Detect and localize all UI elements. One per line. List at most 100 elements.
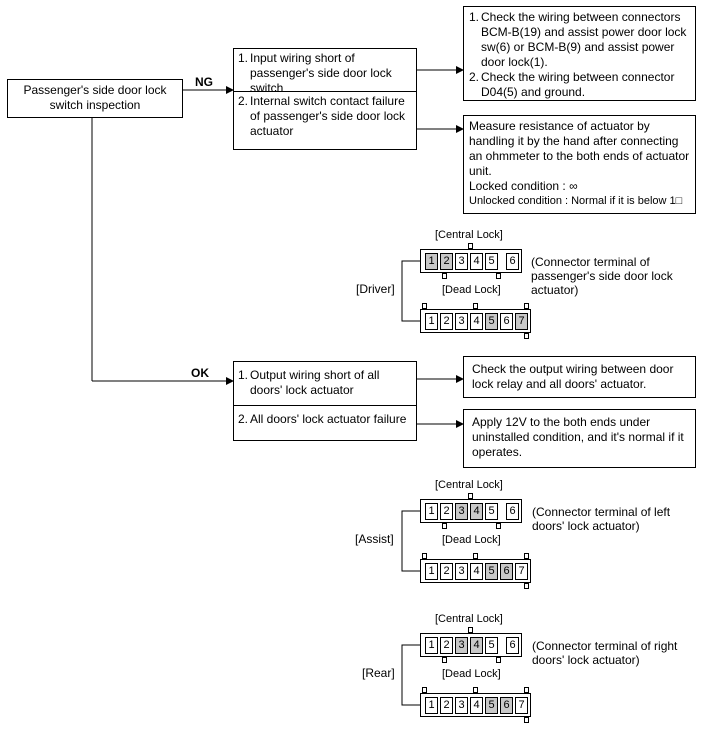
terminal-pin: 2 [440, 563, 453, 580]
lock-tab [442, 657, 447, 663]
locked-condition: Locked condition : ∞ [469, 179, 578, 193]
check-output-wiring-text: Check the output wiring between door loc… [472, 362, 674, 391]
terminal-pin: 4 [470, 313, 483, 330]
connector-caption: (Connector terminal of left doors' lock … [532, 505, 671, 533]
side-label: [Assist] [355, 532, 394, 546]
dead-lock-title: [Dead Lock] [442, 534, 501, 546]
terminal-pin: 7 [515, 313, 528, 330]
ok-cause-1-label: Output wiring short of all doors' lock a… [250, 368, 380, 397]
terminal-pin: 4 [470, 503, 483, 520]
ng-causes-box: 1. Input wiring short of passenger's sid… [233, 48, 417, 150]
lock-tab [524, 553, 529, 559]
terminal-pin: 1 [425, 637, 438, 654]
terminal-pin: 5 [485, 253, 498, 270]
measure-resistance-box: Measure resistance of actuator by handli… [463, 115, 696, 214]
wiring-check-2-text: Check the wiring between connector D04(5… [481, 70, 675, 99]
lock-tab [524, 583, 529, 589]
terminal-pin: 6 [500, 697, 513, 714]
central-lock-title: [Central Lock] [435, 479, 503, 491]
terminal-pin: 3 [455, 253, 468, 270]
terminal-pin: 1 [425, 253, 438, 270]
terminal-pin: 4 [470, 563, 483, 580]
terminal-pin: 3 [455, 697, 468, 714]
ng-cause-1: 1. Input wiring short of passenger's sid… [234, 49, 416, 95]
side-bracket [401, 510, 420, 572]
ok-causes-box: 1. Output wiring short of all doors' loc… [233, 361, 417, 441]
terminal-pin: 4 [470, 253, 483, 270]
terminal-pin: 6 [500, 313, 513, 330]
ng-cause-2-label: Internal switch contact failure of passe… [250, 94, 406, 138]
terminal-pin: 4 [470, 637, 483, 654]
terminal-pin: 7 [515, 697, 528, 714]
measure-text: Measure resistance of actuator by handli… [469, 119, 690, 178]
lock-tab [524, 333, 529, 339]
apply-12v-text: Apply 12V to the both ends under uninsta… [472, 415, 684, 459]
side-bracket [401, 260, 420, 322]
side-label: [Driver] [356, 282, 395, 296]
lock-tab [496, 523, 501, 529]
lock-tab [496, 273, 501, 279]
lock-tab [468, 493, 473, 499]
lock-tab [442, 273, 447, 279]
terminal-pin: 3 [455, 313, 468, 330]
terminal-pin: 4 [470, 697, 483, 714]
lock-tab [524, 303, 529, 309]
terminal-pin: 5 [485, 563, 498, 580]
terminal-pin: 3 [455, 563, 468, 580]
lock-tab [468, 243, 473, 249]
terminal-pin: 2 [440, 253, 453, 270]
ng-cause-1-label: Input wiring short of passenger's side d… [250, 51, 392, 95]
terminal-pin: 1 [425, 503, 438, 520]
terminal-pin: 2 [440, 313, 453, 330]
terminal-pin: 2 [440, 503, 453, 520]
lock-tab [472, 687, 478, 693]
ok-cause-2-label: All doors' lock actuator failure [250, 412, 407, 426]
central-lock-title: [Central Lock] [435, 229, 503, 241]
terminal-pin: 6 [506, 253, 519, 270]
lock-tab [524, 717, 529, 723]
wiring-check-1: 1. Check the wiring between connectors B… [469, 10, 690, 70]
lock-tab [422, 687, 427, 693]
unlocked-condition: Unlocked condition : Normal if it is bel… [469, 195, 683, 207]
terminal-pin: 3 [455, 637, 468, 654]
terminal-pin: 6 [506, 637, 519, 654]
ok-cause-2: 2. All doors' lock actuator failure [234, 405, 416, 429]
dead-lock-title: [Dead Lock] [442, 668, 501, 680]
terminal-pin: 1 [425, 313, 438, 330]
terminal-pin: 5 [485, 313, 498, 330]
ng-branch-label: NG [195, 75, 213, 89]
terminal-pin: 1 [425, 697, 438, 714]
wiring-check-2: 2. Check the wiring between connector D0… [469, 70, 690, 100]
terminal-pin: 7 [515, 563, 528, 580]
ok-branch-label: OK [191, 366, 209, 380]
side-bracket [401, 644, 420, 706]
wiring-check-box: 1. Check the wiring between connectors B… [463, 6, 696, 101]
terminal-pin: 6 [500, 563, 513, 580]
terminal-pin: 2 [440, 697, 453, 714]
terminal-pin: 2 [440, 637, 453, 654]
connector-caption: (Connector terminal of right doors' lock… [532, 639, 678, 667]
start-label: Passenger's side door lock switch inspec… [23, 83, 167, 112]
terminal-pin: 6 [506, 503, 519, 520]
ng-cause-2: 2. Internal switch contact failure of pa… [234, 91, 416, 141]
central-lock-title: [Central Lock] [435, 613, 503, 625]
start-box: Passenger's side door lock switch inspec… [7, 79, 183, 118]
lock-tab [472, 303, 478, 309]
lock-tab [472, 553, 478, 559]
lock-tab [496, 657, 501, 663]
terminal-pin: 5 [485, 637, 498, 654]
terminal-pin: 5 [485, 503, 498, 520]
terminal-pin: 1 [425, 563, 438, 580]
check-output-wiring-box: Check the output wiring between door loc… [463, 356, 696, 398]
lock-tab [524, 687, 529, 693]
ok-cause-1: 1. Output wiring short of all doors' loc… [234, 362, 416, 405]
side-label: [Rear] [362, 666, 395, 680]
